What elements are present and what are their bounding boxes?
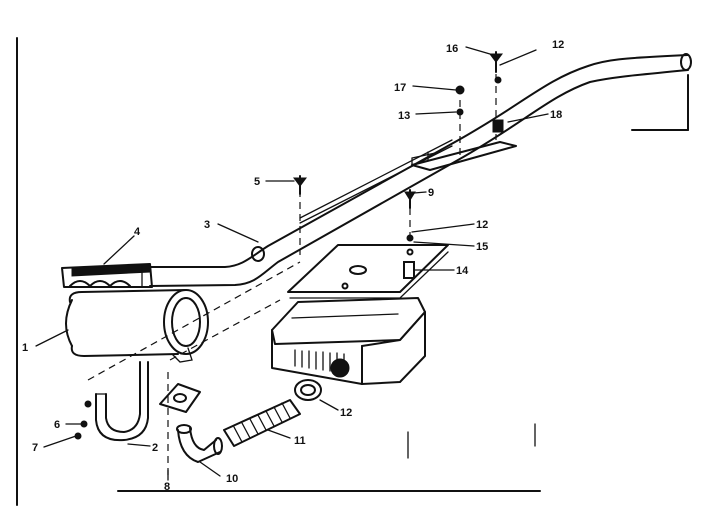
callout-12-top: 12 [552,39,564,51]
callout-4: 4 [134,226,141,238]
coupling-nut [294,379,322,401]
assembly-lines [87,74,497,480]
flex-hose [223,399,301,447]
handle-tube [149,53,692,287]
hand-grip [61,263,153,288]
callout-6: 6 [54,419,60,431]
callout-15: 15 [476,241,488,253]
upper-bracket [411,141,517,171]
callout-8: 8 [164,481,170,493]
engine-housing [271,297,426,385]
callout-13: 13 [398,110,410,122]
callout-11: 11 [294,435,306,447]
frame-lines [16,37,689,506]
callout-1: 1 [22,342,28,354]
callout-14: 14 [456,265,469,277]
u-clamp [84,361,149,442]
muffler-can [65,289,209,363]
callout-labels: 1 2 3 4 5 6 7 8 9 10 11 12 12 12 13 14 1… [22,39,564,493]
callout-16: 16 [446,43,458,55]
hose-ribs [233,402,291,443]
callout-5: 5 [254,176,260,188]
leader-lines [35,46,549,481]
callout-7: 7 [32,442,38,454]
callout-12-lower: 12 [340,407,352,419]
callout-10: 10 [226,473,238,485]
callout-9: 9 [428,187,434,199]
callout-2: 2 [152,442,158,454]
callout-18: 18 [550,109,562,121]
callout-3: 3 [204,219,210,231]
callout-17: 17 [394,82,406,94]
mounting-plate [287,244,449,299]
elbow-pipe [176,424,223,463]
fasteners [74,51,504,440]
flange-gasket [159,383,201,413]
callout-12-mid: 12 [476,219,488,231]
